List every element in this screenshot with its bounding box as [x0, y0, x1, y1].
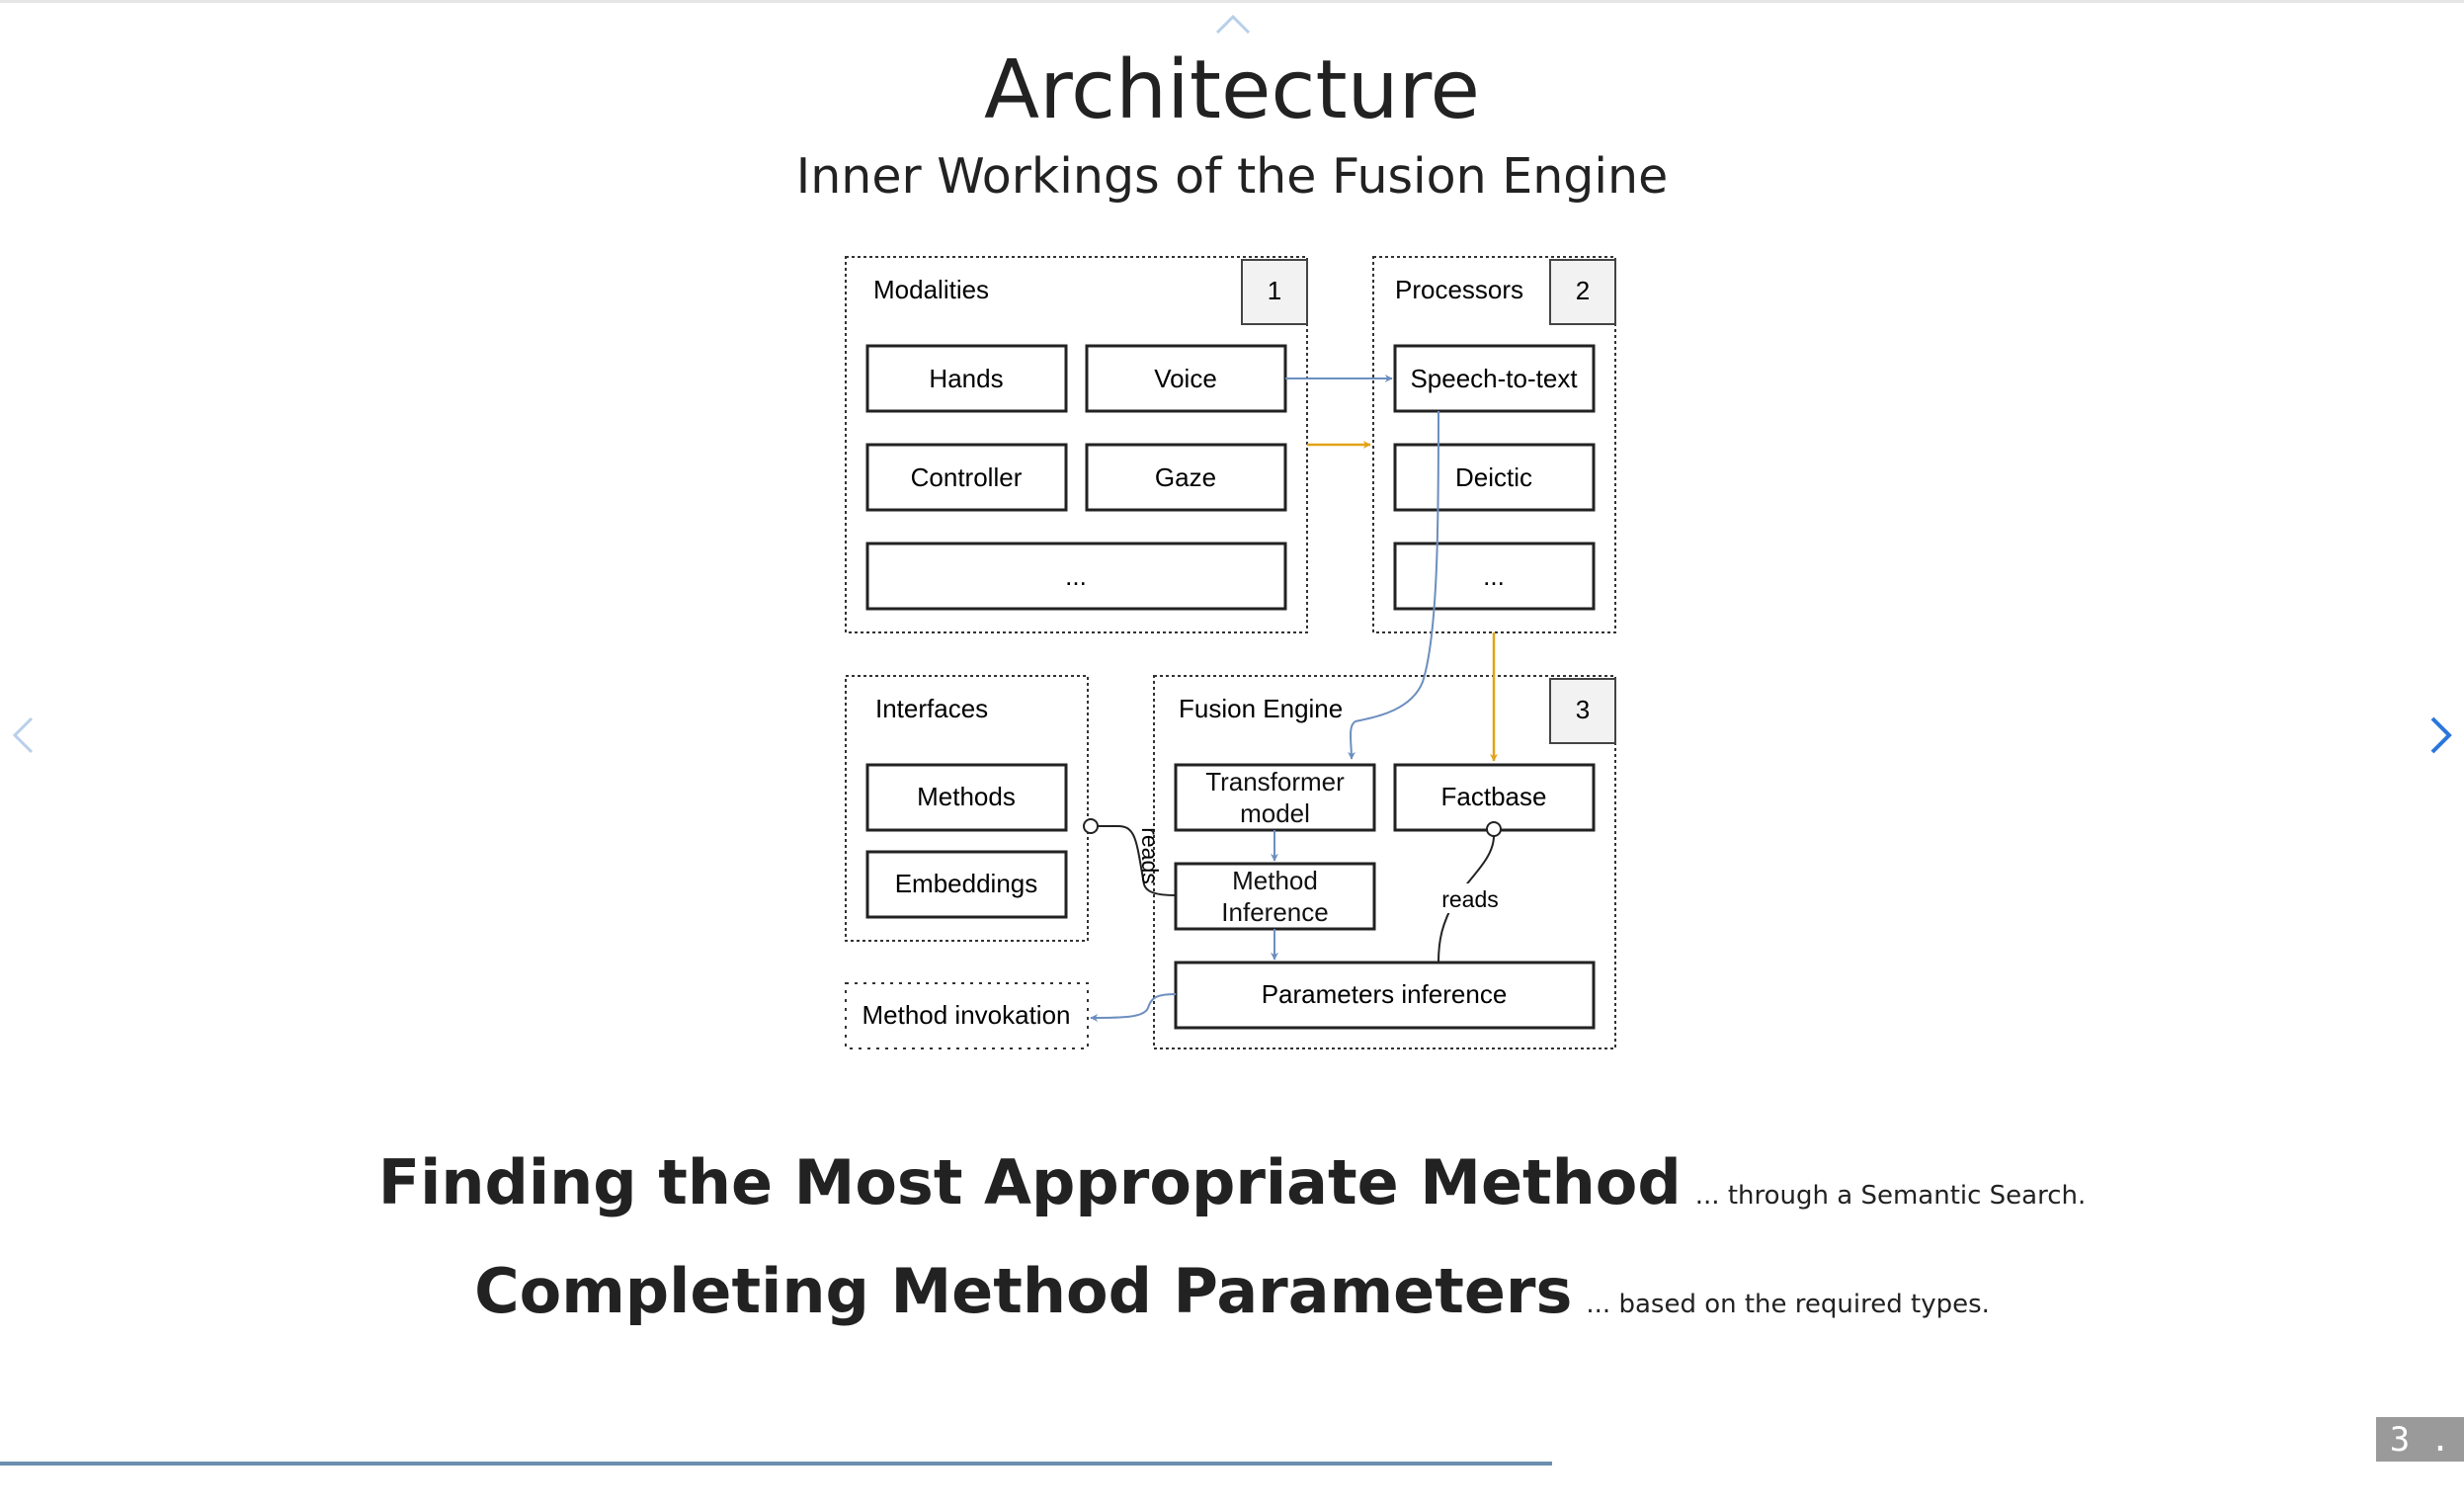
modalities-badge-box: [1241, 259, 1308, 325]
chevron-up-icon: [1215, 14, 1251, 35]
voice-label: Voice: [1154, 364, 1217, 393]
controller-box: [865, 443, 1068, 512]
methods-label: Methods: [917, 782, 1016, 811]
processors-more-box: [1393, 542, 1596, 611]
heading-finding-method: Finding the Most Appropriate Method ... t…: [0, 1146, 2464, 1218]
progress-bar: [0, 1462, 2464, 1466]
factbase-label: Factbase: [1441, 782, 1547, 811]
nav-right-button[interactable]: [2428, 715, 2454, 755]
connectors: reads reads: [1083, 375, 1510, 1022]
heading-completing-parameters: Completing Method Parameters ... based on…: [0, 1255, 2464, 1327]
embeddings-label: Embeddings: [895, 869, 1038, 898]
reads-factbase-label: reads: [1441, 886, 1499, 912]
heading-finding-method-note: ... through a Semantic Search.: [1694, 1181, 2087, 1211]
heading-finding-method-text: Finding the Most Appropriate Method: [377, 1146, 1682, 1218]
progress-fill: [0, 1462, 1553, 1466]
method-inference-box: [1174, 862, 1376, 931]
processors-more-label: ...: [1483, 561, 1505, 591]
reads-interfaces-label: reads: [1137, 827, 1163, 884]
parameters-inference-box: [1174, 961, 1596, 1030]
controller-label: Controller: [911, 462, 1023, 492]
deictic-box: [1393, 443, 1596, 512]
embeddings-box: [865, 850, 1068, 919]
architecture-diagram: Modalities 1 Hands Voice Controller Gaze…: [845, 256, 1616, 1049]
parameters-to-invokation-arrow: [1090, 993, 1177, 1022]
deictic-label: Deictic: [1455, 462, 1532, 492]
nav-left-button[interactable]: [10, 715, 36, 755]
gaze-label: Gaze: [1155, 462, 1216, 492]
slide-subtitle: Inner Workings of the Fusion Engine: [795, 148, 1669, 205]
interfaces-label: Interfaces: [875, 694, 988, 723]
chevron-right-icon: [2430, 716, 2452, 754]
speech-to-text-label: Speech-to-text: [1410, 364, 1578, 393]
reads-factbase-label-bg: [1433, 883, 1510, 913]
slide-title: Architecture: [983, 43, 1480, 137]
modalities-badge: 1: [1268, 276, 1281, 305]
processors-badge: 2: [1576, 276, 1590, 305]
modalities-more-label: ...: [1065, 561, 1087, 591]
modalities-more-box: [865, 542, 1287, 611]
processors-group: Processors 2 Speech-to-text Deictic ...: [1372, 256, 1616, 633]
hands-label: Hands: [929, 364, 1003, 393]
speech-to-text-box: [1393, 344, 1596, 413]
fusion-engine-label: Fusion Engine: [1179, 694, 1343, 723]
fusion-engine-badge-box: [1549, 678, 1616, 744]
method-invokation-group: Method invokation: [845, 982, 1089, 1049]
interfaces-group: Interfaces Methods Embeddings: [845, 675, 1089, 942]
gaze-box: [1085, 443, 1287, 512]
modalities-label: Modalities: [873, 275, 989, 304]
chevron-left-icon: [12, 716, 34, 754]
method-inference-label: Method Inference: [1221, 866, 1329, 927]
heading-completing-parameters-text: Completing Method Parameters: [474, 1255, 1573, 1327]
methods-box: [865, 763, 1068, 832]
heading-completing-parameters-note: ... based on the required types.: [1586, 1290, 1990, 1319]
nav-up-button[interactable]: [1214, 12, 1252, 36]
processors-badge-box: [1549, 259, 1616, 325]
voice-box: [1085, 344, 1287, 413]
method-invokation-label: Method invokation: [862, 1000, 1070, 1030]
top-border: [0, 0, 2464, 3]
reads-interfaces-connector: [1097, 824, 1177, 896]
transformer-model-label: Transformer model: [1205, 767, 1345, 828]
hands-box: [865, 344, 1068, 413]
modalities-group: Modalities 1 Hands Voice Controller Gaze…: [845, 256, 1308, 633]
fusion-engine-badge: 3: [1576, 695, 1590, 724]
stt-to-transformer-arrow: [1347, 410, 1439, 760]
fusion-engine-group: Fusion Engine 3 Transformer model Factba…: [1153, 675, 1616, 1049]
reads-interfaces-endpoint: [1083, 818, 1099, 834]
reads-factbase-endpoint: [1486, 821, 1502, 837]
slide-number: 3 . 6: [2376, 1417, 2464, 1505]
processors-label: Processors: [1395, 275, 1523, 304]
parameters-inference-label: Parameters inference: [1262, 979, 1508, 1009]
